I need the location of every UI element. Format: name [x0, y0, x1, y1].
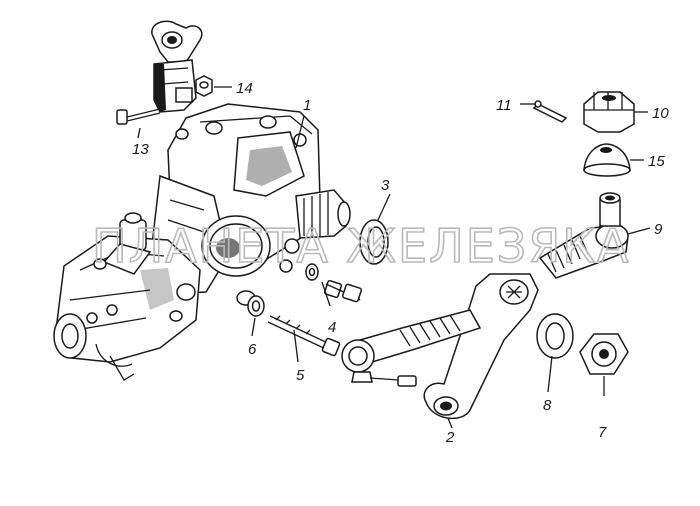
leader-lines: [137, 103, 651, 429]
callout-4: 4: [328, 319, 336, 336]
part-11-cotter-pin: [532, 100, 568, 123]
callout-14: 14: [236, 80, 253, 97]
part-3-seal-ring: [359, 219, 389, 265]
watermark-text: ПЛАНЕТА ЖЕЛЕЗЯКА: [92, 219, 630, 273]
callout-10: 10: [652, 105, 669, 122]
steering-gear-housing: [149, 103, 351, 306]
part-6-washer: [247, 295, 265, 317]
callout-8: 8: [543, 397, 552, 414]
callout-1: 1: [303, 97, 311, 114]
part-10-castle-nut: [583, 91, 635, 133]
callout-13: 13: [132, 141, 149, 158]
part-4-bolt: [305, 263, 363, 303]
callout-5: 5: [296, 367, 305, 384]
callout-2: 2: [445, 429, 455, 446]
callout-11: 11: [496, 97, 512, 114]
callout-6: 6: [248, 341, 257, 358]
part-7-hex-nut: [579, 333, 629, 375]
callout-7: 7: [598, 424, 607, 441]
universal-joint-fork: [151, 20, 203, 113]
part-8-washer: [536, 313, 574, 359]
drag-link: [341, 309, 482, 387]
part-15-boot: [583, 143, 631, 177]
part-9-ball-joint: [538, 192, 629, 279]
part-14-nut: [195, 75, 232, 97]
part-2-pitman-arm: [423, 273, 539, 420]
control-valve-block: [53, 212, 201, 381]
callout-9: 9: [654, 221, 663, 238]
callout-3: 3: [381, 177, 390, 194]
part-5-long-bolt: [267, 315, 341, 357]
callout-15: 15: [648, 153, 665, 170]
part-13-bolt: [116, 108, 161, 125]
